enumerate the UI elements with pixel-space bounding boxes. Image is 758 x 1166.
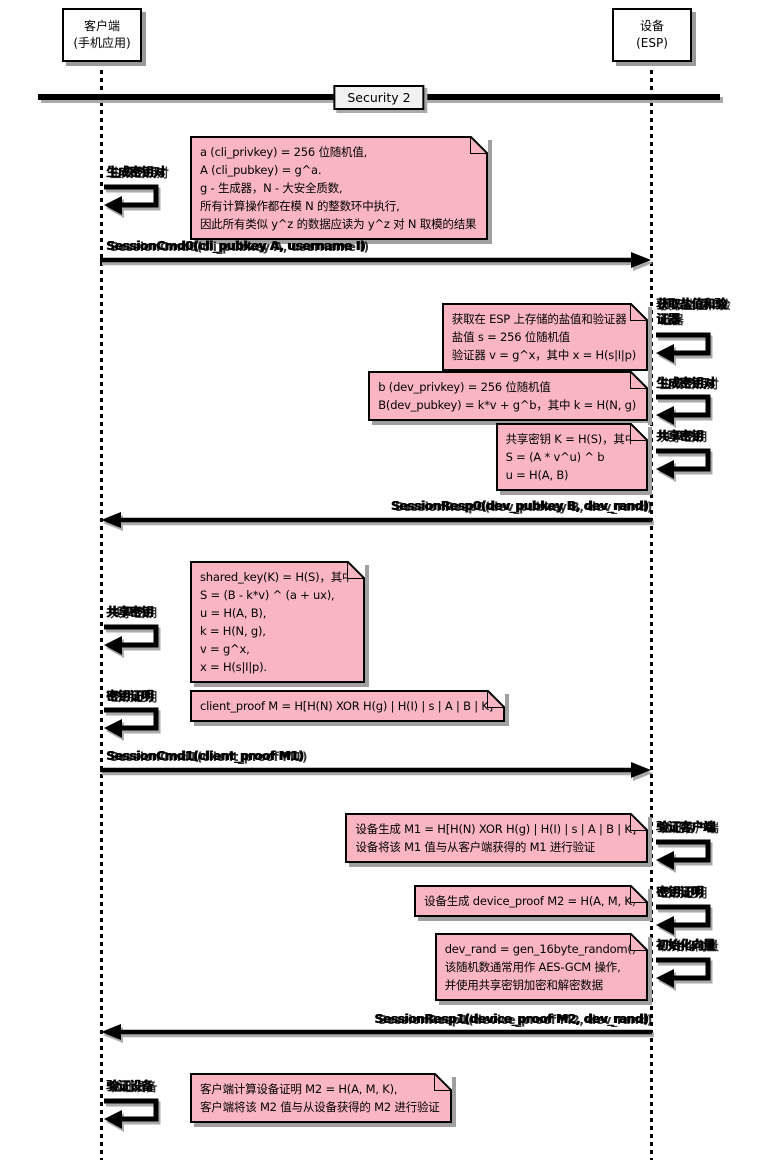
note-device-verify-client-text: 设备生成 M1 = H[H(N) XOR H(g) | H(I) | s | A… <box>355 822 636 854</box>
arrow-sessioncmd0 <box>100 252 651 268</box>
self-arrow-device-verify-client <box>656 839 711 870</box>
actor-device-subtitle: (ESP) <box>636 36 668 50</box>
device-lifeline <box>650 62 653 1160</box>
actor-client-subtitle: (手机应用) <box>73 36 131 50</box>
activity-client-verify-device-label: 验证设备 <box>106 1079 153 1093</box>
note-fold-icon <box>487 690 506 708</box>
note-device-keypair: b (dev_privkey) = 256 位随机值 B(dev_pubkey)… <box>368 371 648 421</box>
message-sessioncmd0-label: SessionCmd0(cli_pubkey A, username I) <box>106 239 365 253</box>
note-client-verify-device-text: 客户端计算设备证明 M2 = H(A, M, K), 客户端将该 M2 值与从设… <box>200 1082 440 1114</box>
activity-device-shared-key-label: 共享密钥 <box>656 429 703 443</box>
note-client-verify-device: 客户端计算设备证明 M2 = H(A, M, K), 客户端将该 M2 值与从设… <box>190 1073 452 1123</box>
self-arrow-device-proof-of-key <box>656 904 711 935</box>
note-device-proof: 设备生成 device_proof M2 = H(A, M, K) <box>414 885 648 917</box>
activity-device-proof-of-key-label: 密钥证明 <box>656 885 703 899</box>
note-fold-icon <box>630 423 648 441</box>
actor-device: 设备 (ESP) <box>612 8 692 62</box>
note-client-proof: client_proof M = H[H(N) XOR H(g) | H(I) … <box>190 690 506 722</box>
note-fold-icon <box>433 1073 452 1091</box>
note-fold-icon <box>630 933 648 951</box>
note-device-verify-client: 设备生成 M1 = H[H(N) XOR H(g) | H(I) | s | A… <box>345 813 648 863</box>
message-sessionresp1-label: SessionResp1(device_proof M2, dev_rand) <box>374 1012 648 1026</box>
note-device-shared-key-text: 共享密钥 K = H(S)，其中 S = (A * v^u) ^ b u = H… <box>505 432 637 482</box>
activity-client-shared-key-label: 共享密钥 <box>106 605 153 619</box>
note-device-keypair-text: b (dev_privkey) = 256 位随机值 B(dev_pubkey)… <box>378 380 636 412</box>
message-sessionresp0-label: SessionResp0(dev_pubkey B, dev_rand) <box>390 499 649 513</box>
activity-device-generate-keypair-label: 生成密钥对 <box>656 376 715 390</box>
note-device-shared-key: 共享密钥 K = H(S)，其中 S = (A * v^u) ^ b u = H… <box>495 423 648 491</box>
self-arrow-client-verify-device <box>104 1098 159 1129</box>
note-fold-icon <box>347 561 366 579</box>
self-arrow-client-generate-keypair <box>104 184 159 215</box>
arrow-sessioncmd1 <box>100 762 651 778</box>
note-client-proof-text: client_proof M = H[H(N) XOR H(g) | H(I) … <box>200 699 494 713</box>
note-client-shared-key-text: shared_key(K) = H(S)，其中 S = (B - k*v) ^ … <box>200 570 354 674</box>
activity-client-generate-keypair-label: 生成密钥对 <box>106 165 165 179</box>
note-client-keypair: a (cli_privkey) = 256 位随机值, A (cli_pubke… <box>190 136 489 240</box>
note-fold-icon <box>630 885 648 903</box>
self-arrow-client-proof-of-key <box>104 707 159 738</box>
separator-label: Security 2 <box>333 85 425 110</box>
self-arrow-device-generate-keypair <box>656 394 711 425</box>
message-sessioncmd1-label: SessionCmd1(client_proof M1) <box>106 749 304 763</box>
note-fold-icon <box>630 303 648 321</box>
note-device-salt-verifier-text: 获取在 ESP 上存储的盐值和验证器 盐值 s = 256 位随机值 验证器 v… <box>451 312 636 362</box>
activity-device-verify-client-label: 验证客户端 <box>656 820 715 834</box>
note-fold-icon <box>630 371 648 389</box>
arrow-sessionresp1 <box>101 1024 652 1040</box>
activity-device-obtain-salt-label: 获取盐值和验证器 <box>656 297 727 326</box>
note-fold-icon <box>470 136 489 154</box>
actor-client: 客户端 (手机应用) <box>62 8 142 62</box>
note-device-salt-verifier: 获取在 ESP 上存储的盐值和验证器 盐值 s = 256 位随机值 验证器 v… <box>441 303 648 371</box>
self-arrow-device-init-vector <box>656 957 711 988</box>
arrow-sessionresp0 <box>101 512 652 528</box>
note-client-keypair-text: a (cli_privkey) = 256 位随机值, A (cli_pubke… <box>200 145 477 231</box>
note-device-random-text: dev_rand = gen_16byte_random() 该随机数通常用作 … <box>444 942 637 992</box>
actor-client-name: 客户端 <box>83 19 120 33</box>
self-arrow-client-shared-key <box>104 624 159 655</box>
actor-device-name: 设备 <box>639 19 664 33</box>
note-device-random: dev_rand = gen_16byte_random() 该随机数通常用作 … <box>434 933 648 1001</box>
self-arrow-device-shared-key <box>656 448 711 479</box>
note-device-proof-text: 设备生成 device_proof M2 = H(A, M, K) <box>424 894 636 908</box>
activity-client-proof-of-key-label: 密钥证明 <box>106 689 153 703</box>
note-client-shared-key: shared_key(K) = H(S)，其中 S = (B - k*v) ^ … <box>190 561 366 683</box>
note-fold-icon <box>630 813 648 831</box>
activity-device-init-vector-label: 初始化向量 <box>656 938 715 952</box>
self-arrow-device-obtain-salt <box>656 332 711 363</box>
client-lifeline <box>100 62 103 1160</box>
